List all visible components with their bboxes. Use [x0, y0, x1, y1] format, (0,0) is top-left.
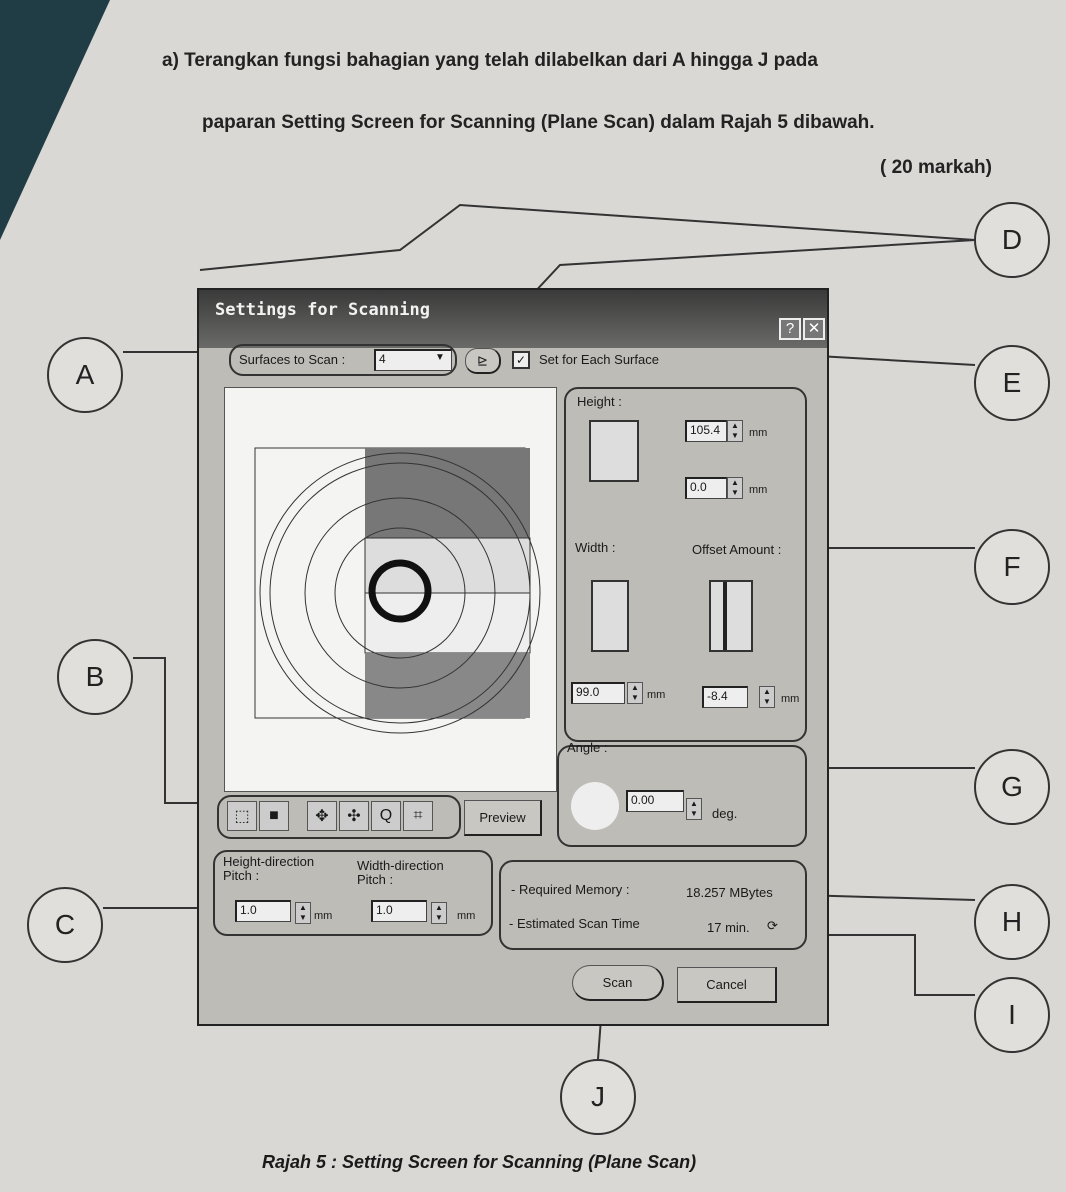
surfaces-select[interactable]: 4 — [374, 349, 452, 371]
surface-copy-icon: ⊵ — [477, 352, 488, 368]
offset-spinner[interactable]: ▲▼ — [759, 686, 775, 708]
recalculate-icon[interactable]: ⟳ — [767, 918, 778, 933]
offset-amount-label: Offset Amount : — [692, 542, 782, 557]
fit-icon[interactable]: ⌗ — [403, 801, 433, 831]
figure-caption: Rajah 5 : Setting Screen for Scanning (P… — [262, 1152, 697, 1172]
width-input[interactable]: 99.0 — [571, 682, 625, 704]
select-area-icon[interactable]: ⬚ — [227, 801, 257, 831]
close-button[interactable]: ✕ — [803, 318, 825, 340]
memory-value: 18.257 MBytes — [686, 885, 773, 900]
width-label: Width : — [575, 540, 616, 555]
offset-unit: mm — [781, 693, 800, 705]
height-pitch-label: Height-direction Pitch : — [223, 854, 315, 883]
width-pitch-spinner[interactable]: ▲▼ — [431, 902, 447, 924]
width-diagram-icon — [591, 580, 629, 652]
angle-label: Angle : — [567, 740, 608, 755]
help-button[interactable]: ? — [779, 318, 801, 340]
rotate-icon[interactable]: ✥ — [307, 801, 337, 831]
label-d: D — [974, 202, 1050, 278]
memory-label: - Required Memory : — [511, 882, 630, 897]
scan-time-value: 17 min. — [707, 920, 750, 935]
scan-time-label: - Estimated Scan Time — [509, 916, 640, 931]
width-pitch-label: Width-direction Pitch : — [357, 858, 444, 887]
view-toolbar — [217, 795, 461, 839]
surfaces-group — [229, 344, 457, 376]
preview-button[interactable]: Preview — [464, 800, 542, 836]
cancel-button[interactable]: Cancel — [677, 967, 777, 1003]
label-b: B — [57, 639, 133, 715]
label-j: J — [560, 1059, 636, 1135]
angle-unit: deg. — [712, 806, 738, 821]
height-pitch-unit: mm — [314, 910, 333, 922]
angle-spinner[interactable]: ▲▼ — [686, 798, 702, 820]
question-marks: ( 20 markah) — [880, 157, 992, 178]
move-icon[interactable]: ✣ — [339, 801, 369, 831]
label-h: H — [974, 884, 1050, 960]
angle-dial-icon — [571, 782, 619, 830]
scan-preview-area[interactable] — [224, 387, 557, 792]
dimensions-group — [564, 387, 807, 742]
offset-input[interactable]: -8.4 — [702, 686, 748, 708]
apply-all-surfaces-button[interactable]: ⊵ — [465, 348, 501, 374]
height-pitch-spinner[interactable]: ▲▼ — [295, 902, 311, 924]
width-spinner[interactable]: ▲▼ — [627, 682, 643, 704]
settings-dialog: Settings for Scanning ? ✕ Surfaces to Sc… — [197, 288, 829, 1026]
label-a: A — [47, 337, 123, 413]
zoom-icon[interactable]: Q — [371, 801, 401, 831]
question-line-1: a) Terangkan fungsi bahagian yang telah … — [162, 50, 818, 71]
scan-info-group — [499, 860, 807, 950]
label-g: G — [974, 749, 1050, 825]
height-spinner[interactable]: ▲▼ — [727, 420, 743, 442]
fill-area-icon[interactable]: ■ — [259, 801, 289, 831]
set-each-surface-checkbox[interactable]: ✓ — [512, 351, 530, 369]
label-e: E — [974, 345, 1050, 421]
width-pitch-input[interactable]: 1.0 — [371, 900, 427, 922]
height-label: Height : — [577, 394, 622, 409]
height-offset-input[interactable]: 0.0 — [685, 477, 727, 499]
question-line-2: paparan Setting Screen for Scanning (Pla… — [202, 112, 875, 133]
part-preview-image — [254, 447, 541, 734]
label-f: F — [974, 529, 1050, 605]
background-corner — [0, 0, 110, 240]
height-diagram-icon — [589, 420, 639, 482]
height-offset-unit: mm — [749, 484, 768, 496]
title-bar: Settings for Scanning — [199, 290, 827, 348]
surfaces-label: Surfaces to Scan : — [239, 352, 346, 367]
chevron-down-icon[interactable]: ▼ — [435, 352, 445, 363]
dialog-title: Settings for Scanning — [215, 300, 430, 320]
angle-input[interactable]: 0.00 — [626, 790, 684, 812]
height-input[interactable]: 105.4 — [685, 420, 727, 442]
angle-group — [557, 745, 807, 847]
width-pitch-unit: mm — [457, 910, 476, 922]
pitch-group — [213, 850, 493, 936]
scan-button[interactable]: Scan — [572, 965, 664, 1001]
offset-diagram-icon — [709, 580, 753, 652]
set-each-surface-label: Set for Each Surface — [539, 352, 659, 367]
height-unit: mm — [749, 427, 768, 439]
label-c: C — [27, 887, 103, 963]
height-pitch-input[interactable]: 1.0 — [235, 900, 291, 922]
height-offset-spinner[interactable]: ▲▼ — [727, 477, 743, 499]
width-unit: mm — [647, 689, 666, 701]
label-i: I — [974, 977, 1050, 1053]
